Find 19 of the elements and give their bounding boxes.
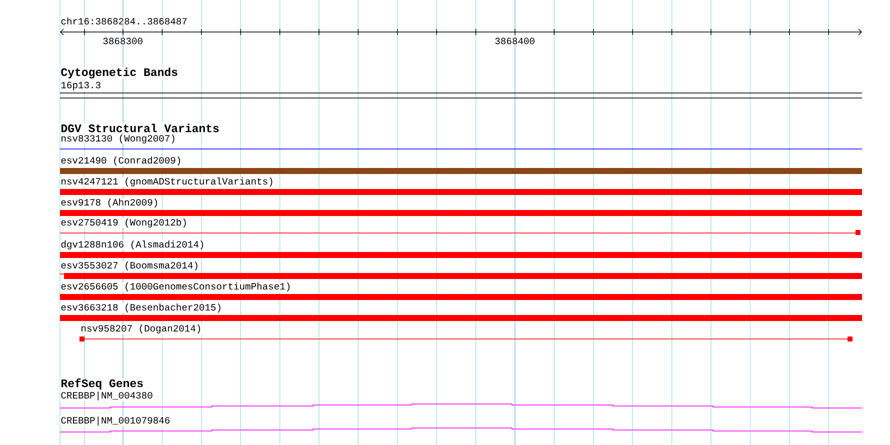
feature-label: esv9178 (Ahn2009)	[60, 198, 160, 208]
tick-label: 3868400	[494, 37, 536, 45]
tick-label: 3868300	[102, 37, 144, 45]
feature-label: esv21490 (Conrad2009)	[60, 156, 182, 166]
feature-label: esv2656605 (1000GenomesConsortiumPhase1)	[60, 282, 292, 292]
gene-label: CREBBP|NM_001079846	[60, 416, 171, 426]
track-heading: Cytogenetic Bands	[60, 67, 179, 79]
track-heading: RefSeq Genes	[60, 378, 144, 390]
feature-label: nsv4247121 (gnomADStructuralVariants)	[60, 177, 274, 187]
track-heading: DGV Structural Variants	[60, 123, 220, 133]
feature-label: nsv833130 (Wong2007)	[60, 134, 176, 144]
feature-label: esv2750419 (Wong2012b)	[60, 218, 188, 228]
feature-label: nsv958207 (Dogan2014)	[80, 324, 202, 334]
feature-label: esv3663218 (Besenbacher2015)	[60, 303, 223, 313]
track-label: 16p13.3	[60, 81, 102, 91]
gene-label: CREBBP|NM_004380	[60, 391, 154, 401]
feature-label: esv3553027 (Boomsma2014)	[60, 261, 200, 271]
coordinate-label: chr16:3868284..3868487	[60, 16, 188, 26]
feature-label: dgv1288n106 (Alsmadi2014)	[60, 240, 206, 250]
